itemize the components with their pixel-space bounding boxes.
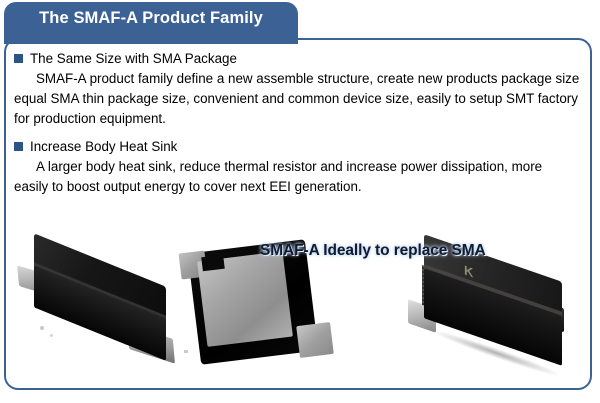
section-body: A larger body heat sink, reduce thermal … — [14, 159, 543, 194]
section-heading: The Same Size with SMA Package — [30, 51, 237, 66]
bullet-square-icon — [14, 142, 23, 151]
product-photo-group: K — [6, 230, 594, 388]
photo-headline: SMAF-A Ideally to replace SMA — [260, 242, 486, 259]
page-title: The SMAF-A Product Family — [39, 9, 263, 27]
section-same-size: The Same Size with SMA Package SMAF-A pr… — [14, 50, 586, 129]
section-heat-sink: Increase Body Heat Sink A larger body he… — [14, 138, 586, 197]
photo-smaf-a-bottom-view — [178, 238, 348, 378]
title-tab: The SMAF-A Product Family — [4, 2, 298, 42]
section-heading-row: The Same Size with SMA Package — [14, 50, 586, 68]
card-content: The Same Size with SMA Package SMAF-A pr… — [0, 38, 600, 390]
photo-speck — [40, 326, 44, 330]
section-heading-row: Increase Body Heat Sink — [14, 138, 586, 156]
section-heading: Increase Body Heat Sink — [30, 139, 178, 154]
bullet-square-icon — [14, 54, 23, 63]
photo-smaf-a-top-view — [16, 233, 186, 373]
heat-sink-pad-notch — [201, 254, 225, 272]
photo-speck — [50, 334, 53, 337]
photo-sma-package: K — [402, 234, 592, 381]
package-terminal-pad — [296, 322, 334, 358]
photo-speck — [184, 350, 188, 353]
section-body: SMAF-A product family define a new assem… — [14, 71, 580, 126]
